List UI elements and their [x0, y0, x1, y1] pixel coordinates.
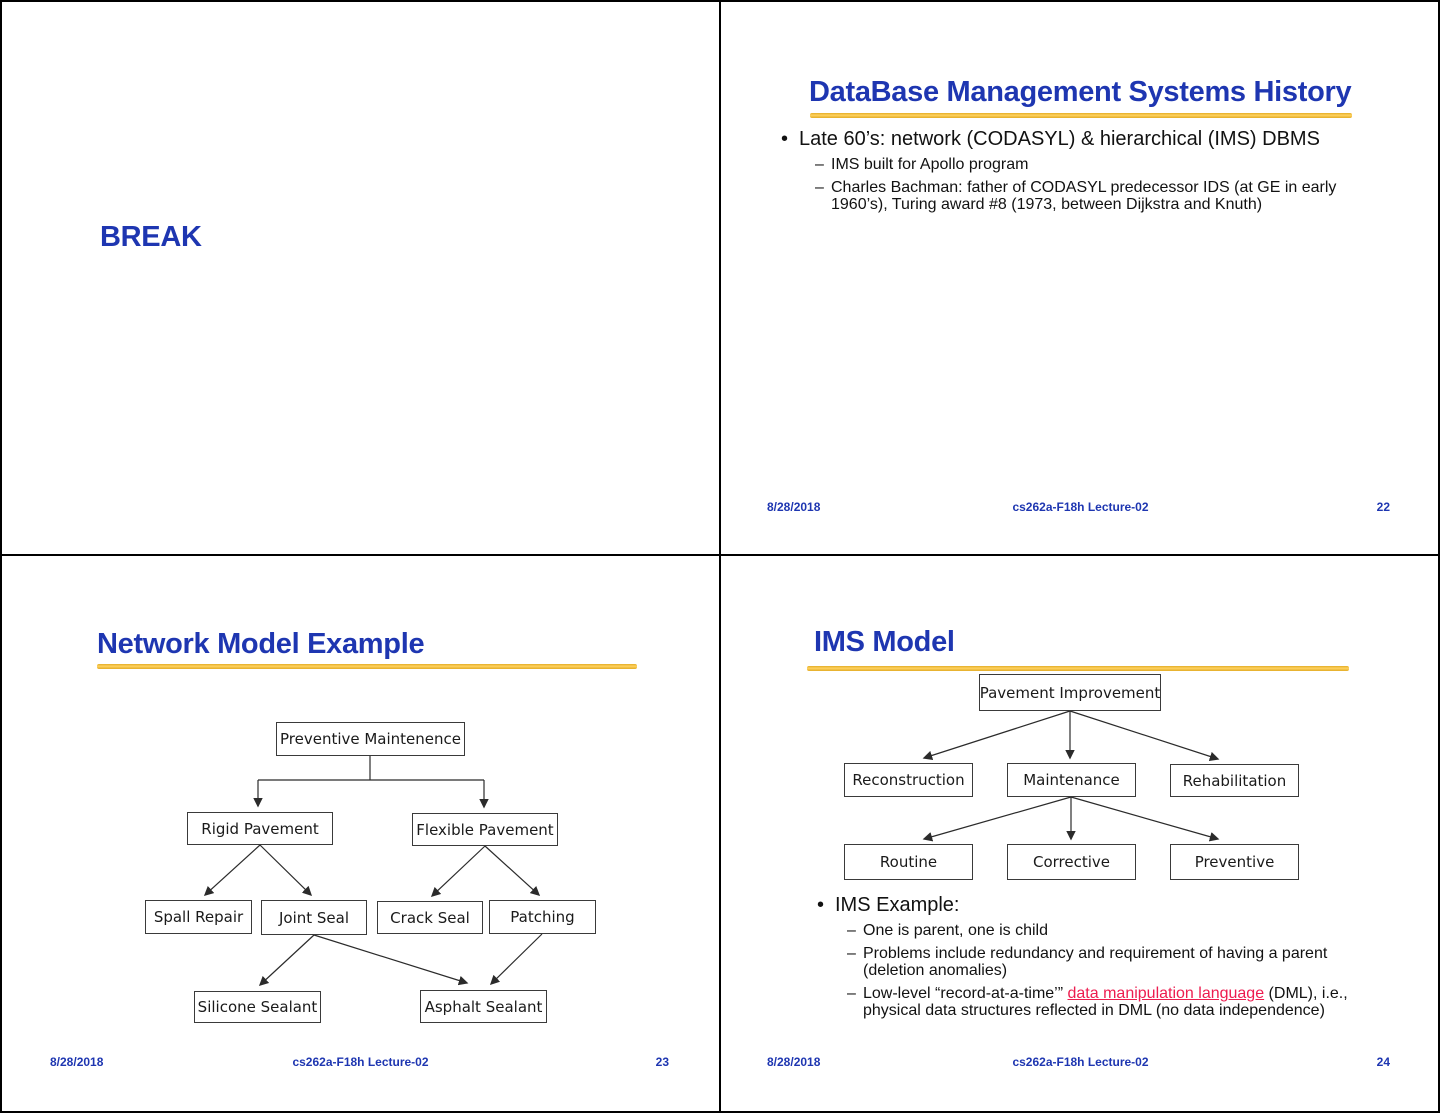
node-patching: Patching — [489, 900, 596, 934]
dml-text-pre: Low-level “record-at-a-time’” — [863, 985, 1068, 1002]
slide-network-model: Network Model Example Preventive Mainten… — [2, 556, 719, 1111]
slide-break: BREAK — [2, 2, 719, 554]
node-spall-repair: Spall Repair — [145, 900, 252, 934]
footer-course: cs262a-F18h Lecture-02 — [292, 1055, 429, 1069]
bullet-marker: • — [781, 128, 789, 150]
footer-page-number: 22 — [1376, 500, 1390, 514]
dash-marker: – — [847, 945, 856, 962]
footer-date: 8/28/2018 — [50, 1055, 104, 1069]
node-preventive-maintenence: Preventive Maintenence — [276, 722, 465, 756]
vertical-divider — [719, 2, 721, 1111]
dash-marker: – — [847, 922, 856, 939]
node-rigid-pavement: Rigid Pavement — [187, 812, 333, 845]
footer-page-number: 24 — [1376, 1055, 1390, 1069]
horizontal-divider — [2, 554, 1438, 556]
dml-text-post: (DML), i.e., physical data structures re… — [863, 985, 1348, 1019]
node-corrective: Corrective — [1007, 844, 1136, 880]
node-maintenance: Maintenance — [1007, 763, 1136, 797]
sub-bullet-redundancy: Problems include redundancy and requirem… — [863, 945, 1328, 979]
bullet-marker: • — [817, 894, 825, 916]
dash-marker: – — [815, 179, 824, 196]
node-pavement-improvement: Pavement Improvement — [979, 674, 1161, 711]
sub-bullet-parent-child: One is parent, one is child — [863, 922, 1048, 939]
footer-date: 8/28/2018 — [767, 500, 821, 514]
node-asphalt-sealant: Asphalt Sealant — [420, 990, 547, 1023]
title-underline — [810, 113, 1352, 118]
node-preventive: Preventive — [1170, 844, 1299, 880]
dash-marker: – — [815, 156, 824, 173]
footer-course: cs262a-F18h Lecture-02 — [1012, 1055, 1149, 1069]
footer-course: cs262a-F18h Lecture-02 — [1012, 500, 1149, 514]
footer-date: 8/28/2018 — [767, 1055, 821, 1069]
page-title: IMS Model — [814, 626, 955, 658]
node-flexible-pavement: Flexible Pavement — [412, 813, 558, 846]
slide-ims-model: IMS Model Pavement Improvement Reconstru… — [721, 556, 1438, 1111]
page-title: DataBase Management Systems History — [809, 76, 1352, 108]
slide-dbms-history: DataBase Management Systems History • La… — [721, 2, 1438, 554]
dml-link[interactable]: data manipulation language — [1067, 985, 1265, 1002]
title-underline — [97, 664, 637, 669]
sub-bullet-bachman: Charles Bachman: father of CODASYL prede… — [831, 179, 1337, 213]
break-title: BREAK — [100, 221, 202, 253]
bullet-late-60s: Late 60’s: network (CODASYL) & hierarchi… — [799, 128, 1320, 150]
node-rehabilitation: Rehabilitation — [1170, 764, 1299, 797]
node-silicone-sealant: Silicone Sealant — [194, 991, 321, 1023]
bullet-ims-example: IMS Example: — [835, 894, 960, 916]
dash-marker: – — [847, 985, 856, 1002]
node-crack-seal: Crack Seal — [377, 901, 483, 934]
node-routine: Routine — [844, 844, 973, 880]
page-title: Network Model Example — [97, 628, 425, 660]
footer-page-number: 23 — [655, 1055, 669, 1069]
node-joint-seal: Joint Seal — [261, 900, 367, 935]
sub-bullet-ims-apollo: IMS built for Apollo program — [831, 156, 1029, 173]
title-underline — [807, 666, 1349, 671]
sub-bullet-dml: Low-level “record-at-a-time’” data manip… — [863, 985, 1368, 1019]
node-reconstruction: Reconstruction — [844, 763, 973, 797]
